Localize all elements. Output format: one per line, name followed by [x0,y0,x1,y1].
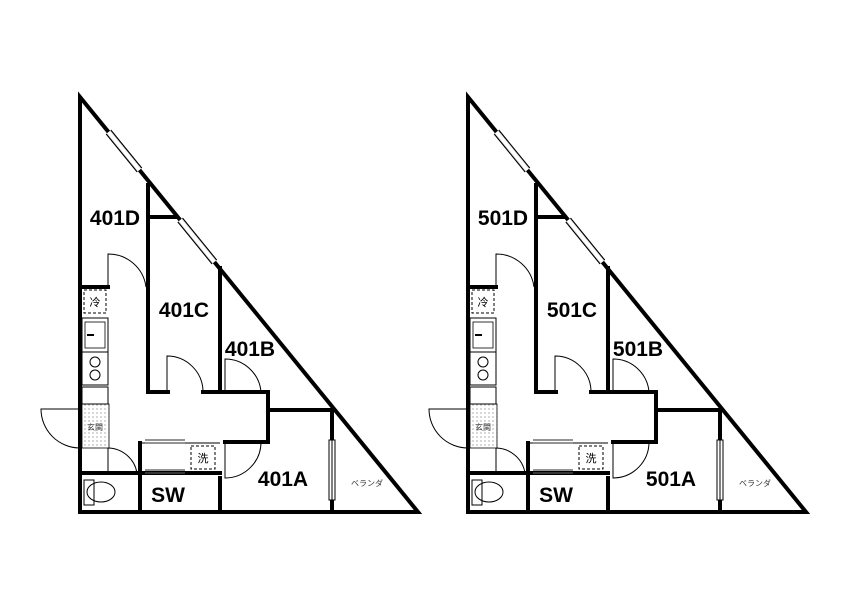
room-label-d: 401D [90,207,140,230]
toilet-door [495,447,526,474]
door-a [224,441,262,479]
corridor-wall [146,183,270,444]
room-label-d: 501D [478,207,528,230]
outer-wall [78,91,423,514]
washer-label: 洗 [586,452,597,465]
window-c-glass [566,218,604,264]
wall-a [654,408,722,514]
sw-sliding-doors [145,439,185,474]
washer-box [190,445,216,470]
door-c [166,355,204,393]
sw-sliding-doors [533,439,573,474]
entrance-label: 玄関 [475,422,491,432]
floor-plan-5f: 501D 501C 501B 501A SW ベランダ 冷洗 玄関 [428,91,811,514]
entrance-door [428,408,469,449]
room-label-c: 501C [547,299,597,322]
door-d [107,253,147,288]
entrance-area [469,403,498,449]
fridge-label: 冷 [478,296,489,309]
window-d-glass [494,130,530,172]
room-label-a: 401A [258,468,308,491]
entrance-door [40,408,81,449]
corridor-wall [534,183,658,444]
stove [469,351,497,386]
room-label-b: 501B [613,338,663,361]
window-d-frame [493,133,526,173]
wall-d-kitchen [78,285,142,475]
wall-a [266,408,334,514]
fridge-label: 冷 [90,296,101,309]
door-b [612,358,650,393]
door-b [224,358,262,393]
window-c-frame2 [182,217,218,261]
room-label-a: 501A [646,468,696,491]
burner-icon [477,356,489,368]
fridge-box [83,289,107,314]
room-label-c: 401C [159,299,209,322]
toilet-tank [471,479,483,506]
window-d-frame2 [498,129,531,169]
sink [81,317,109,353]
fridge-box [471,289,495,314]
outer-wall [466,91,811,514]
toilet-icon [474,481,504,503]
washer-box [578,445,604,470]
burner-icon [89,356,101,368]
washer-label: 洗 [198,452,209,465]
sw-label: SW [539,484,573,507]
sink-basin [472,321,494,349]
toilet-tank [83,479,95,506]
door-a [612,441,650,479]
room-label-b: 401B [225,338,275,361]
stove [81,351,109,386]
counter [81,386,109,405]
sw-label: SW [151,484,185,507]
floor-plan-4f: 401D 401C 401B 401A SW ベランダ 冷洗 玄関 [40,91,423,514]
wall-d-kitchen [466,285,530,475]
window-d-frame2 [110,129,143,169]
balcony-label: ベランダ [739,478,771,488]
window-d-glass [106,130,142,172]
toilet-icon [86,481,116,503]
window-c-frame [177,221,213,265]
sink-basin [84,321,106,349]
window-d-frame [105,133,138,173]
burner-icon [477,369,489,381]
door-d [495,253,535,288]
door-c [554,355,592,393]
window-c-glass [178,218,216,264]
sink [469,317,497,353]
window-c-frame2 [570,217,606,261]
toilet-door [107,447,138,474]
window-c-frame [565,221,601,265]
entrance-label: 玄関 [87,422,103,432]
burner-icon [89,369,101,381]
counter [469,386,497,405]
balcony-label: ベランダ [351,478,383,488]
